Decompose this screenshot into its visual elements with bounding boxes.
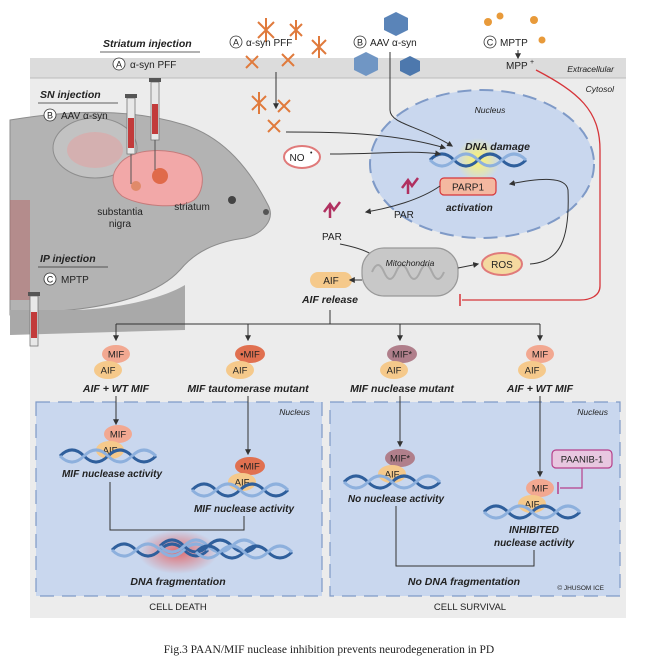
svg-text:MPTP: MPTP — [61, 275, 89, 286]
svg-text:MPTP: MPTP — [500, 38, 528, 49]
label-aif-release: AIF release — [301, 294, 358, 306]
ip-injection-label: IP injection C MPTP — [38, 253, 108, 286]
label-no-dna-fragmentation: No DNA fragmentation — [408, 576, 520, 588]
label-extracellular: Extracellular — [567, 64, 615, 74]
svg-text:MIF*: MIF* — [390, 454, 410, 465]
agent-a-fibrils: A α-syn PFF — [229, 18, 327, 133]
svg-text:AIF + WT MIF: AIF + WT MIF — [506, 383, 574, 395]
svg-text:•MIF: •MIF — [240, 350, 260, 361]
central-nucleus: Nucleus DNA damage PARP1 activation PAR — [369, 89, 595, 239]
agent-b-aav: B AAV α-syn — [353, 12, 420, 76]
striatum-injection-label: Striatum injection A α-syn PFF — [100, 38, 200, 71]
label-inhibited-activity: nuclease activity — [494, 538, 574, 549]
svg-text:AIF: AIF — [101, 366, 116, 377]
mouse-illustration: substantia nigra striatum — [9, 78, 271, 347]
label-mif-activity-b: MIF nuclease activity — [194, 504, 294, 515]
svg-text:AIF: AIF — [525, 366, 540, 377]
svg-text:MIF tautomerase mutant: MIF tautomerase mutant — [187, 383, 309, 395]
svg-text:α-syn PFF: α-syn PFF — [246, 38, 292, 49]
svg-text:AIF: AIF — [103, 446, 118, 457]
label-dna-damage: DNA damage — [465, 141, 530, 153]
figure-caption: Fig.3 PAAN/MIF nuclease inhibition preve… — [163, 644, 495, 656]
svg-text:AAV α-syn: AAV α-syn — [370, 38, 417, 49]
svg-text:MIF: MIF — [532, 350, 549, 361]
sn-injection-label: SN injection B AAV α-syn — [38, 89, 118, 122]
label-no-nuclease: No nuclease activity — [348, 494, 445, 505]
label-striatum: striatum — [174, 202, 210, 213]
agent-c-mptp: C MPTP MPP + — [483, 12, 546, 72]
ros: ROS — [481, 252, 523, 276]
label-parp1-activation: activation — [446, 203, 493, 214]
svg-text:α-syn PFF: α-syn PFF — [130, 60, 176, 71]
label-paanib1: PAANIB-1 — [561, 455, 604, 466]
svg-text:Nucleus: Nucleus — [279, 407, 310, 417]
svg-text:MIF*: MIF* — [392, 350, 412, 361]
aif-cytosolic: AIF — [310, 272, 352, 288]
mitochondria: Mitochondria — [361, 247, 459, 297]
label-inhibited: INHIBITED — [509, 525, 559, 536]
label-cytosol: Cytosol — [586, 84, 615, 94]
syringe-ip — [28, 292, 40, 347]
outcome-cell-survival: CELL SURVIVAL — [434, 602, 506, 613]
svg-text:AIF: AIF — [235, 478, 250, 489]
signature: © JHUSOM ICE — [557, 584, 604, 592]
svg-text:MIF nuclease mutant: MIF nuclease mutant — [350, 383, 454, 395]
variant-1-complex: MIF AIF AIF + WT MIF — [82, 345, 150, 395]
variant-2-complex: •MIF AIF MIF tautomerase mutant — [187, 345, 309, 395]
label-substantia: substantia — [97, 207, 143, 218]
svg-text:AIF: AIF — [525, 500, 540, 511]
variant-4-complex: MIF AIF AIF + WT MIF — [506, 345, 574, 395]
syringe-striatum — [149, 78, 161, 170]
svg-text:B: B — [357, 38, 363, 48]
svg-text:•: • — [310, 150, 313, 157]
left-nucleus-panel: Nucleus MIF AIF MIF nuclease activity •M… — [35, 396, 323, 597]
syringe-sn — [125, 94, 137, 184]
svg-text:MIF: MIF — [108, 350, 125, 361]
label-parp1: PARP1 — [452, 183, 484, 194]
svg-text:PAR: PAR — [322, 232, 342, 243]
no-radical: NO • — [283, 145, 321, 169]
svg-text:•MIF: •MIF — [240, 462, 260, 473]
svg-text:A: A — [116, 60, 122, 70]
mpp-inhibition-line — [462, 69, 601, 301]
svg-text:Nucleus: Nucleus — [577, 407, 608, 417]
label-par-nuclear: PAR — [394, 210, 414, 221]
variant-3-complex: MIF* AIF MIF nuclease mutant — [350, 345, 454, 395]
svg-text:AIF: AIF — [385, 470, 400, 481]
svg-text:NO: NO — [290, 153, 305, 164]
par-cytosolic: PAR — [322, 201, 342, 243]
label-nigra: nigra — [109, 219, 132, 230]
svg-text:AIF: AIF — [387, 366, 402, 377]
svg-text:Nucleus: Nucleus — [475, 105, 506, 115]
label-mif-activity-a: MIF nuclease activity — [62, 469, 162, 480]
svg-text:A: A — [233, 38, 239, 48]
svg-text:ROS: ROS — [491, 260, 513, 271]
svg-text:MIF: MIF — [532, 484, 549, 495]
svg-text:IP injection: IP injection — [40, 253, 96, 265]
svg-text:AIF: AIF — [233, 366, 248, 377]
svg-text:MPP: MPP — [506, 61, 528, 72]
svg-text:Mitochondria: Mitochondria — [386, 258, 435, 268]
svg-text:C: C — [47, 275, 54, 285]
extracellular-band — [30, 58, 626, 78]
label-dna-fragmentation: DNA fragmentation — [130, 576, 225, 588]
svg-text:+: + — [530, 59, 534, 66]
svg-text:SN injection: SN injection — [40, 89, 101, 101]
svg-text:AIF: AIF — [323, 276, 339, 287]
svg-text:AAV α-syn: AAV α-syn — [61, 111, 108, 122]
svg-text:MIF: MIF — [110, 430, 127, 441]
svg-text:C: C — [487, 38, 494, 48]
svg-text:Striatum injection: Striatum injection — [103, 38, 192, 50]
outcome-cell-death: CELL DEATH — [149, 602, 207, 613]
right-nucleus-panel: Nucleus MIF* AIF No nuclease activity PA… — [329, 396, 621, 597]
svg-text:B: B — [47, 111, 53, 121]
svg-text:AIF + WT MIF: AIF + WT MIF — [82, 383, 150, 395]
